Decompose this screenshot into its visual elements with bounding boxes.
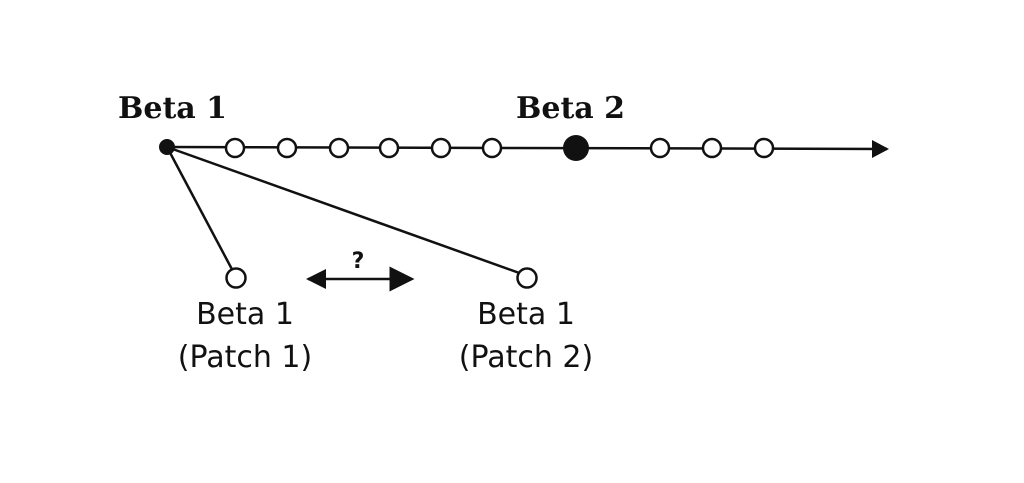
beta2-label: Beta 2 [516,91,625,126]
patch2-label-line1: Beta 1 [477,297,575,332]
patch2-label-line2: (Patch 2) [459,340,593,375]
beta1-node [159,139,175,155]
timeline-node [481,137,503,159]
patch1-node [225,267,247,289]
timeline-arrowhead [872,140,889,158]
timeline-node [701,137,723,159]
timeline-axis [166,145,888,151]
patch1-label-line1: Beta 1 [196,297,294,332]
timeline-node [378,137,400,159]
timeline-node [224,137,246,159]
question-label: ? [352,249,365,274]
timeline-node [649,137,671,159]
timeline-node [276,137,298,159]
branch-line-patch2 [166,145,526,277]
beta2-node [563,135,589,161]
branch-line-patch1 [165,146,237,276]
patch1-label-line2: (Patch 1) [178,340,312,375]
timeline-node [430,137,452,159]
timeline-node [328,137,350,159]
timeline-node [753,137,775,159]
patch2-node [516,267,538,289]
beta1-label: Beta 1 [118,91,227,126]
